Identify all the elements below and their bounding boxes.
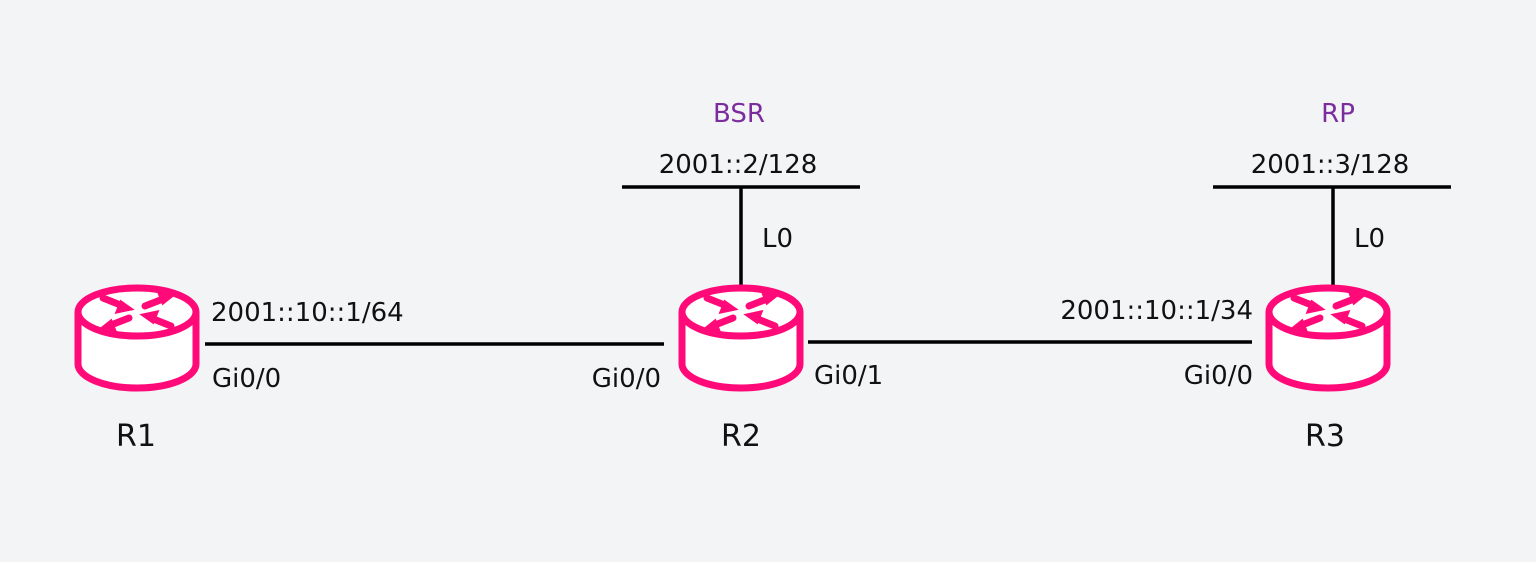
router-icon <box>682 288 800 388</box>
loopback-address-r3: 2001::3/128 <box>1251 150 1410 180</box>
interface-label-r1: Gi0/0 <box>212 364 281 394</box>
role-label-bsr: BSR <box>713 99 765 129</box>
role-label-rp: RP <box>1321 99 1355 129</box>
link-address-r2-r3: 2001::10::1/34 <box>1060 296 1253 326</box>
interface-label-r2-left: Gi0/0 <box>592 364 661 394</box>
loopback-address-r2: 2001::2/128 <box>659 150 818 180</box>
router-name-r3: R3 <box>1305 419 1345 454</box>
router-name-r2: R2 <box>721 419 761 454</box>
router-name-r1: R1 <box>116 419 156 454</box>
router-icon <box>1269 288 1387 388</box>
interface-label-r2-right: Gi0/1 <box>814 361 883 391</box>
link-address-r1-r2: 2001::10::1/64 <box>211 298 404 328</box>
loopback-interface-r2: L0 <box>762 224 793 254</box>
loopback-interface-r3: L0 <box>1354 224 1385 254</box>
router-icon <box>78 288 196 388</box>
interface-label-r3: Gi0/0 <box>1184 361 1253 391</box>
